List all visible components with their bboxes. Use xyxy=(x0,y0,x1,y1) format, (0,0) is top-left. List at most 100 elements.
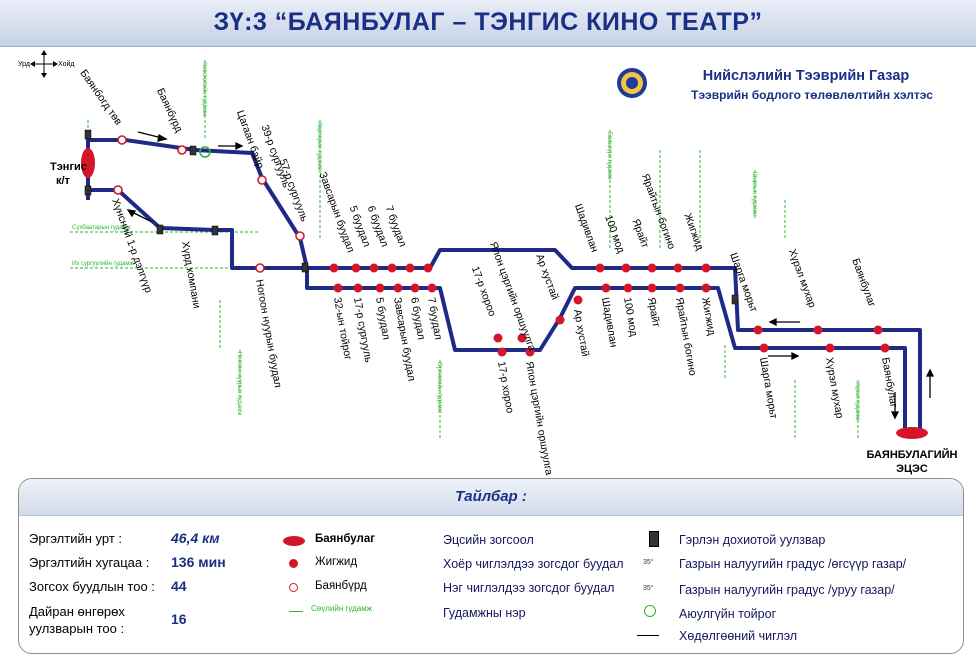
stop-label: Баянбүрд xyxy=(154,86,185,134)
both-way-stop xyxy=(387,263,397,273)
stop-label: Ар хустай xyxy=(533,252,561,301)
intersection-count-label-1: Дайран өнгөрөх xyxy=(29,604,125,619)
both-way-stop xyxy=(880,343,890,353)
direction-arrow-icon xyxy=(890,392,900,420)
start-terminal-marker[interactable] xyxy=(81,148,95,178)
both-way-stop xyxy=(369,263,379,273)
traffic-light-icon xyxy=(731,294,739,305)
one-way-stop xyxy=(177,145,187,155)
route-length-value: 46,4 км xyxy=(171,530,220,546)
stop-label: Баянбогд төв xyxy=(77,67,124,127)
direction-arrow-icon xyxy=(768,317,800,327)
stop-label: Ярайт xyxy=(630,217,652,249)
title-bar: ЗҮ:3 “БАЯНБУЛАГ – ТЭНГИС КИНО ТЕАТР” xyxy=(0,0,976,47)
both-way-stop xyxy=(427,283,437,293)
direction-arrow-icon xyxy=(218,141,244,151)
end-terminal-name: БАЯНБУЛАГИЙН xyxy=(867,448,958,461)
compass-icon xyxy=(30,50,58,78)
stop-label: 32-ын тойрог xyxy=(331,296,354,361)
street-lines xyxy=(70,60,859,440)
roundabout-icon xyxy=(199,146,211,158)
street-name-sample: Сөүлийн гудамж xyxy=(311,604,373,613)
both-way-stop xyxy=(525,347,535,357)
both-way-stop xyxy=(405,263,415,273)
one-way-stop xyxy=(117,135,127,145)
both-way-stop xyxy=(555,315,565,325)
both-way-stop xyxy=(493,333,503,343)
slope-down-icon: 35° xyxy=(643,585,654,592)
direction-arrow-icon xyxy=(126,209,153,223)
street-label: Баянзүрх гудамж xyxy=(606,132,612,180)
one-way-stop-sample: Баянбүрд xyxy=(315,580,367,592)
both-way-stop xyxy=(647,283,657,293)
stop-label: Цагаан байр xyxy=(234,109,266,171)
agency-name: Нийслэлийн Тээврийн Газар xyxy=(703,68,910,84)
stop-label: 6 буудал xyxy=(408,296,427,340)
stop-label: Шарга морьт xyxy=(757,356,780,419)
direction-arrow-icon xyxy=(637,635,659,636)
both-way-stop xyxy=(333,283,343,293)
legend-heading: Тайлбар : xyxy=(19,479,963,516)
start-terminal-suffix: к/т xyxy=(56,175,71,187)
street-name-desc: Гудамжны нэр xyxy=(443,606,526,620)
terminal-stop-sample: Баянбулаг xyxy=(315,533,376,545)
both-way-stop xyxy=(701,263,711,273)
both-way-stop xyxy=(410,283,420,293)
intersection-count-value: 16 xyxy=(171,611,187,627)
page-title: ЗҮ:3 “БАЯНБУЛАГ – ТЭНГИС КИНО ТЕАТР” xyxy=(213,8,763,36)
roundabout-desc: Аюулгүйн тойрог xyxy=(679,607,777,621)
one-way-stop xyxy=(295,231,305,241)
both-way-stop-sample: Жигжид xyxy=(315,556,358,568)
street-label: Ногоон нуурын гудамж xyxy=(236,352,242,415)
agency-dept: Тээврийн бодлого төлөвлөлтийн хэлтэс xyxy=(691,88,933,102)
direction-arrow-icon xyxy=(137,131,168,142)
stop-count-value: 44 xyxy=(171,578,187,594)
stop-label: Хүрд компани xyxy=(179,240,203,309)
traffic-light-icon xyxy=(156,224,164,235)
both-way-stop xyxy=(621,263,631,273)
stop-label: Баянбулаг xyxy=(879,356,900,408)
street-label: Хөвсгөлийн гудамж xyxy=(201,62,208,116)
street-label: Их сургуулийн гудамж xyxy=(72,260,133,267)
stop-label: 17-р сургууль xyxy=(351,296,374,363)
stop-label: Жигжид xyxy=(681,212,705,252)
stop-label: 5 буудал xyxy=(373,296,392,340)
street-label: Хүрэл гудамж xyxy=(854,382,860,420)
stop-count-label: Зогсох буудлын тоо : xyxy=(29,579,155,594)
stop-markers xyxy=(113,135,890,357)
stop-label: Жигжид xyxy=(699,296,717,336)
direction-desc: Хөдөлгөөний чиглэл xyxy=(679,629,798,643)
end-terminal-suffix: ЭЦЭС xyxy=(896,463,928,475)
slope-up-icon: 35° xyxy=(643,559,654,566)
stop-label: Шадивлан xyxy=(599,296,620,348)
one-way-stop-symbol xyxy=(289,583,298,592)
both-way-stop xyxy=(675,283,685,293)
stop-label: Ярайт xyxy=(645,296,662,328)
end-terminal-marker[interactable] xyxy=(896,427,928,439)
route-map: Нийслэлийн Тээврийн Газар Тээврийн бодло… xyxy=(18,50,958,476)
stop-label: 17-р хороо xyxy=(495,360,516,414)
both-way-stop xyxy=(393,283,403,293)
stop-label: Япон цэргийн оршуулга xyxy=(523,360,555,476)
traffic-light-icon xyxy=(301,262,309,273)
both-way-stop-symbol xyxy=(289,559,298,568)
stop-label: Ярайтын богино xyxy=(673,296,699,376)
traffic-light-icon xyxy=(211,225,219,236)
terminal-stop-symbol xyxy=(283,536,305,546)
both-way-stop xyxy=(423,263,433,273)
both-way-stop xyxy=(573,295,583,305)
both-way-stop xyxy=(701,283,711,293)
both-way-stop-desc: Хоёр чиглэлдээ зогсдог буудал xyxy=(443,557,624,571)
both-way-stop xyxy=(497,347,507,357)
slope-down-desc: Газрын налуугийн градус /уруу газар/ xyxy=(679,583,895,597)
compass-east-label: Хойд xyxy=(58,60,74,68)
stop-label: Хүрэл мухар xyxy=(823,356,846,419)
one-way-stop xyxy=(113,185,123,195)
stop-label: Шарга морьт xyxy=(727,251,760,314)
both-way-stop xyxy=(351,263,361,273)
one-way-stop xyxy=(255,263,265,273)
start-terminal-name: Тэнгис xyxy=(50,161,87,173)
street-label: Сүхбаатарын гудамж xyxy=(72,225,131,231)
traffic-light-desc: Гэрлэн дохиотой уулзвар xyxy=(679,533,826,547)
stop-label: Ногоон нуурын буудал xyxy=(253,278,284,388)
